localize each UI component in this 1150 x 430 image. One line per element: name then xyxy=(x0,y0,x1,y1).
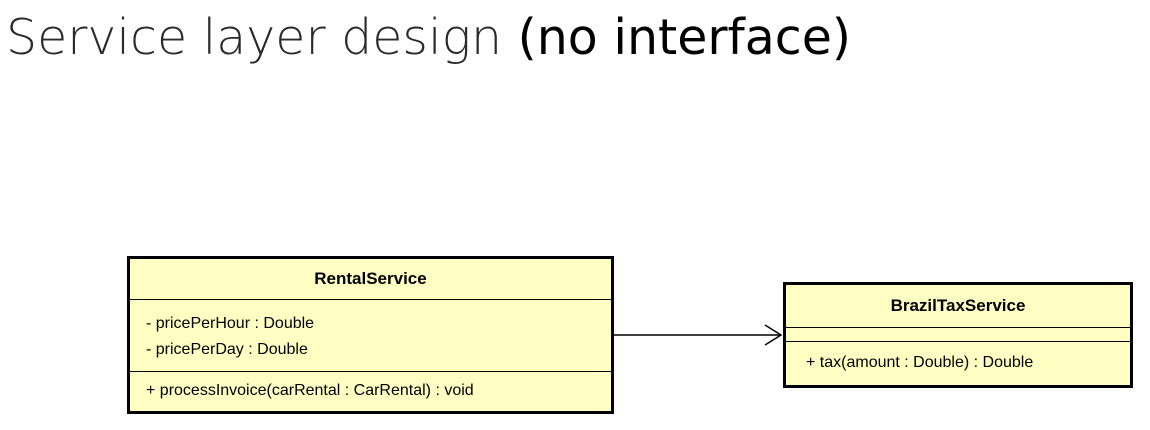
operations-compartment: + tax(amount : Double) : Double xyxy=(786,341,1130,376)
attribute-price-per-day: - pricePerDay : Double xyxy=(146,341,308,358)
association-arrowhead xyxy=(764,324,783,346)
attributes-compartment: - pricePerHour : Double - pricePerDay : … xyxy=(130,299,611,371)
operation-tax: + tax(amount : Double) : Double xyxy=(806,354,1034,371)
slide-title: Service layer design (no interface) xyxy=(6,2,851,74)
slide-title-main: Service layer design xyxy=(6,9,518,66)
attributes-compartment xyxy=(786,327,1130,341)
operation-process-invoice: + processInvoice(carRental : CarRental) … xyxy=(146,382,474,399)
class-rental-service: RentalService - pricePerHour : Double - … xyxy=(127,256,614,414)
class-brazil-tax-service: BrazilTaxService + tax(amount : Double) … xyxy=(783,282,1133,388)
attribute-price-per-hour: - pricePerHour : Double xyxy=(146,315,315,332)
class-name: BrazilTaxService xyxy=(890,296,1026,315)
operations-compartment: + processInvoice(carRental : CarRental) … xyxy=(130,371,611,404)
slide-title-emphasis: (no interface) xyxy=(517,9,851,66)
class-name: RentalService xyxy=(314,269,427,288)
